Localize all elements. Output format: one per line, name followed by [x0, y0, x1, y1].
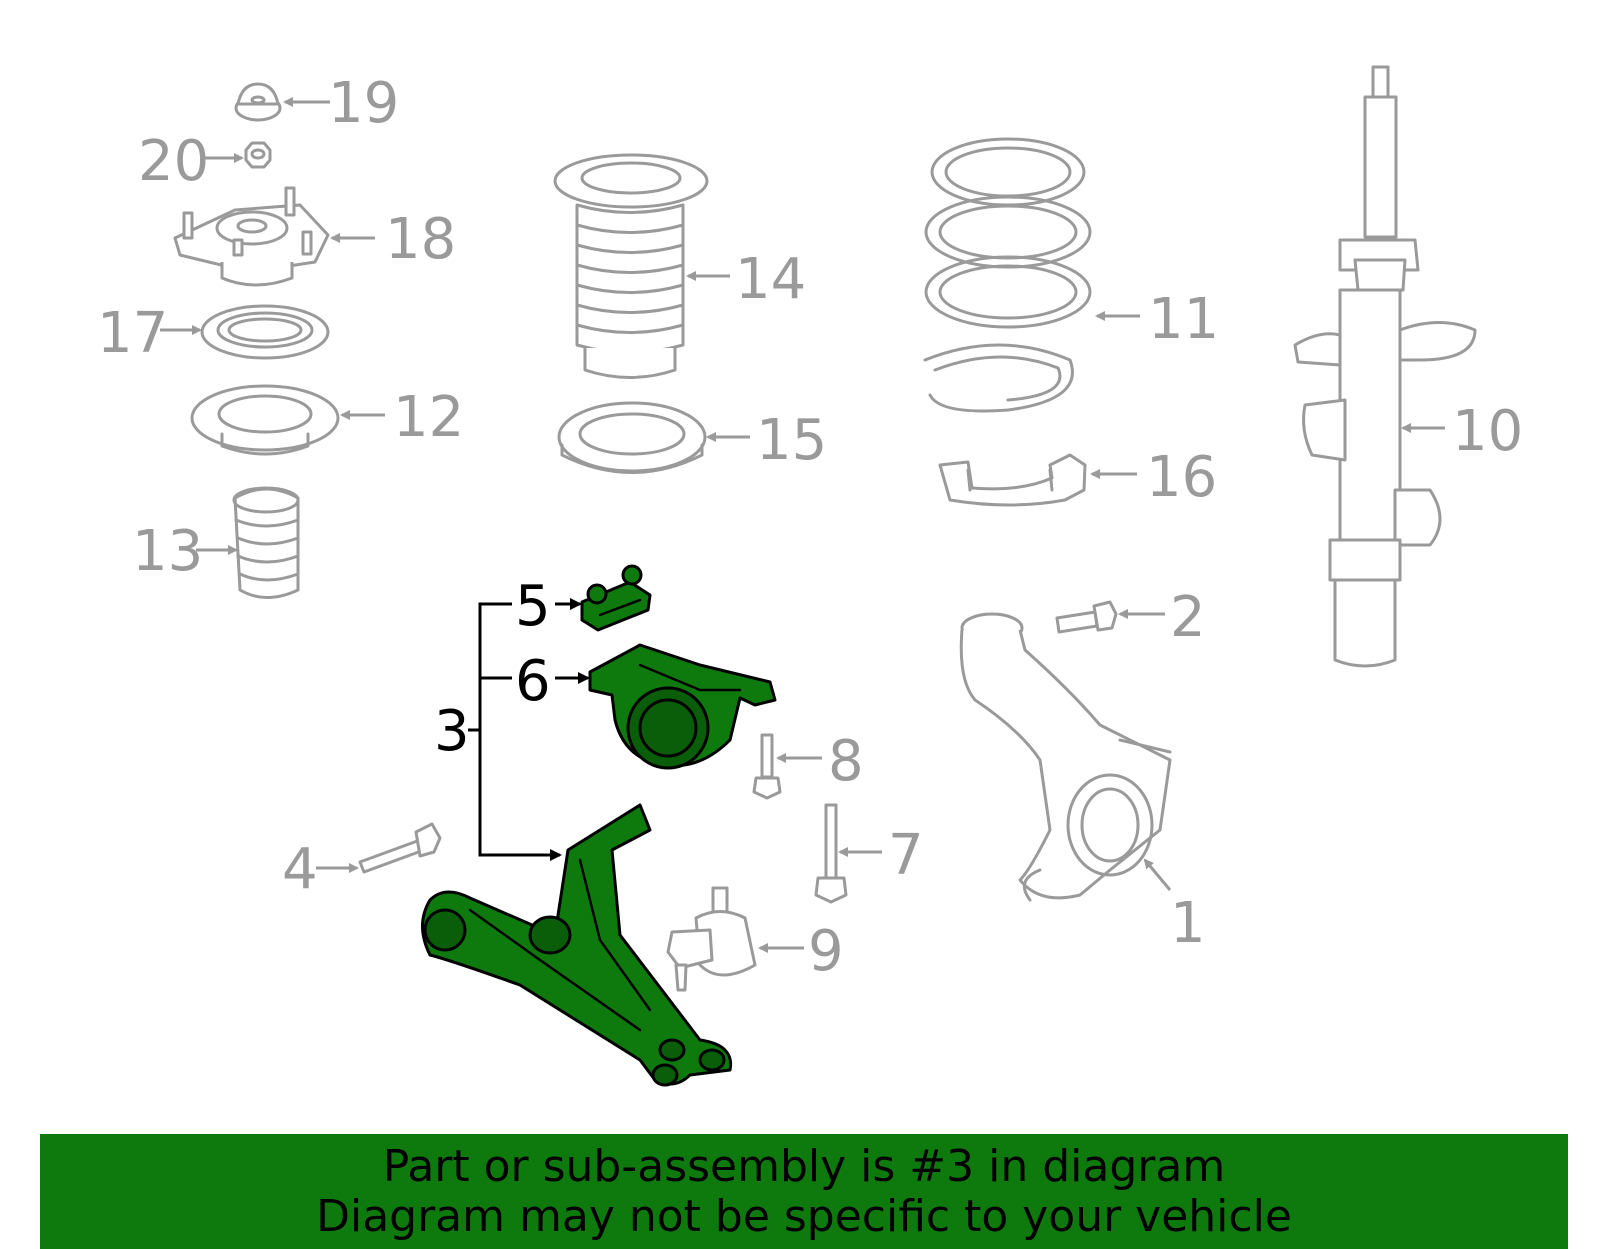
info-banner: Part or sub-assembly is #3 in diagram Di… — [40, 1134, 1568, 1249]
callout-6: 6 — [515, 649, 551, 714]
callout-11: 11 — [1148, 287, 1219, 352]
callout-20: 20 — [138, 129, 209, 194]
part-17-bearing[interactable] — [200, 304, 330, 360]
part-5-bracket[interactable] — [580, 564, 652, 632]
part-11-coil-spring[interactable] — [923, 137, 1092, 413]
callout-19: 19 — [328, 71, 399, 136]
part-20-nut[interactable] — [244, 141, 272, 169]
part-7-bolt[interactable] — [814, 803, 848, 904]
part-1-steering-knuckle[interactable] — [959, 612, 1172, 902]
part-13-bump-stop[interactable] — [232, 486, 300, 599]
banner-line-1: Part or sub-assembly is #3 in diagram — [382, 1141, 1226, 1192]
callout-13: 13 — [132, 519, 203, 584]
part-15-insulator[interactable] — [557, 401, 707, 474]
part-16-lower-insulator[interactable] — [938, 453, 1087, 507]
callout-1: 1 — [1170, 891, 1206, 956]
part-12-spring-seat[interactable] — [190, 384, 340, 456]
part-4-bolt[interactable] — [358, 822, 442, 874]
part-9-ball-joint[interactable] — [666, 886, 757, 992]
callout-9: 9 — [808, 919, 844, 984]
callout-14: 14 — [735, 247, 806, 312]
part-2-bolt[interactable] — [1055, 600, 1118, 634]
callout-4: 4 — [282, 837, 318, 902]
callout-3: 3 — [434, 699, 470, 764]
callout-10: 10 — [1452, 399, 1523, 464]
callout-7: 7 — [888, 823, 924, 888]
part-14-dust-boot[interactable] — [553, 153, 709, 379]
part-19-cap[interactable] — [234, 82, 282, 122]
part-3-lower-control-arm[interactable] — [421, 803, 733, 1087]
part-8-bolt[interactable] — [752, 733, 782, 800]
callout-5: 5 — [515, 574, 551, 639]
callout-16: 16 — [1146, 445, 1217, 510]
callout-8: 8 — [828, 729, 864, 794]
part-10-strut[interactable] — [1293, 65, 1477, 668]
callout-17: 17 — [97, 301, 168, 366]
callout-15: 15 — [756, 408, 827, 473]
callout-18: 18 — [385, 207, 456, 272]
callout-2: 2 — [1170, 585, 1206, 650]
part-18-strut-mount[interactable] — [173, 186, 330, 287]
banner-line-2: Diagram may not be specific to your vehi… — [316, 1191, 1292, 1242]
callout-12: 12 — [393, 385, 464, 450]
part-6-bushing-bracket[interactable] — [588, 643, 777, 770]
